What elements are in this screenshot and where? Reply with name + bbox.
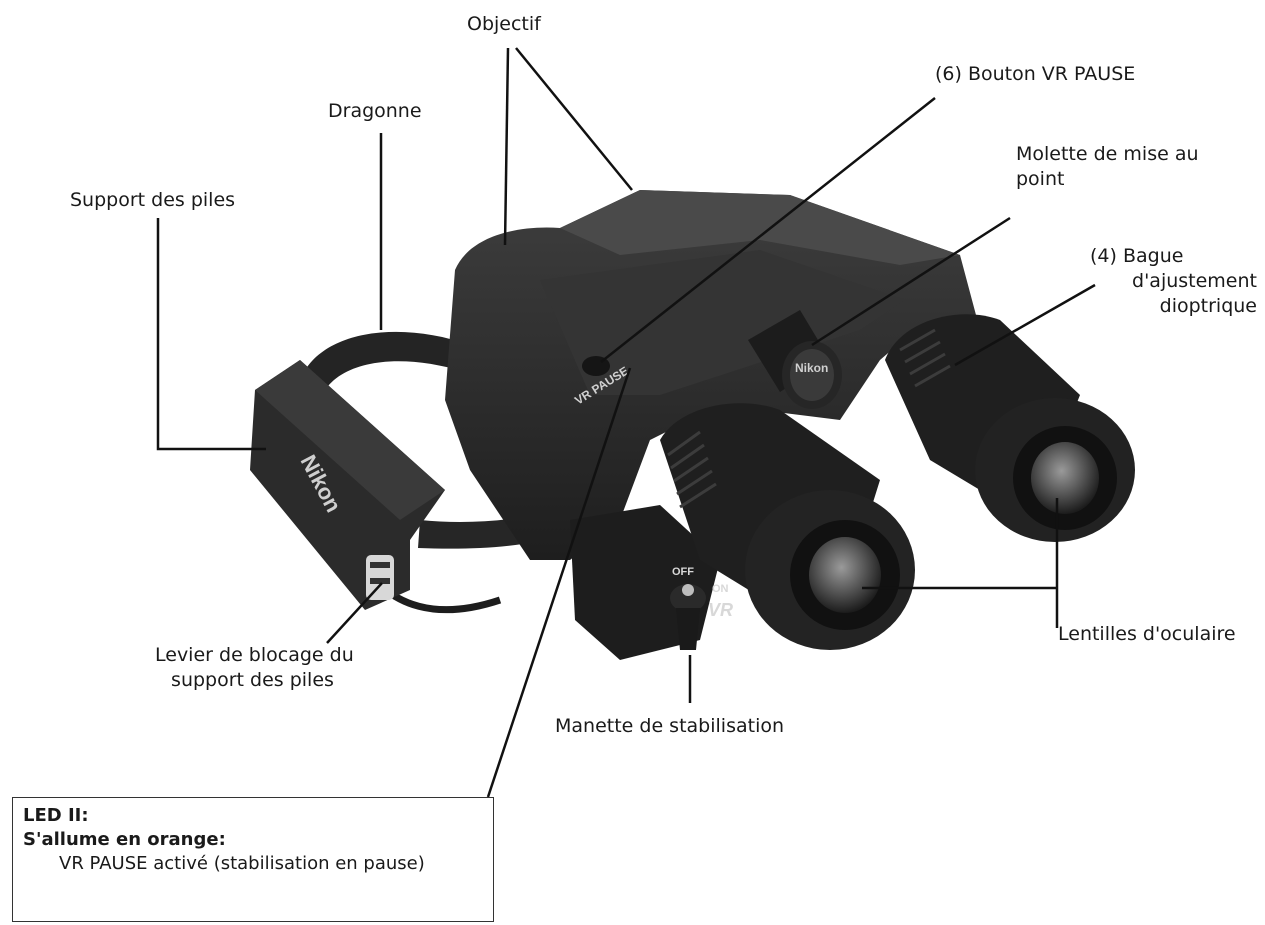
right-eyepiece xyxy=(885,314,1135,542)
switch-vr-marking: VR xyxy=(708,600,733,620)
label-vr-pause-button: (6) Bouton VR PAUSE xyxy=(935,63,1136,85)
label-dragonne: Dragonne xyxy=(328,100,422,122)
label-objectif: Objectif xyxy=(467,13,541,35)
leader-led xyxy=(486,367,632,798)
switch-off-marking: OFF xyxy=(672,566,694,578)
binocular-body: VR PAUSE xyxy=(445,190,980,660)
led-box-description: VR PAUSE activé (stabilisation en pause) xyxy=(59,853,425,874)
leader-objectif-left xyxy=(503,47,510,246)
focus-knob: Nikon xyxy=(748,310,842,409)
leader-levier xyxy=(326,582,383,644)
stabilization-switch: OFF ON VR xyxy=(670,566,733,650)
label-lentilles: Lentilles d'oculaire xyxy=(1058,623,1236,645)
leader-support-piles xyxy=(156,218,266,451)
left-lens xyxy=(809,537,881,613)
switch-on-marking: ON xyxy=(712,583,729,595)
label-levier: Levier de blocage du support des piles xyxy=(155,644,354,691)
led-info-box: LED II: S'allume en orange: VR PAUSE act… xyxy=(12,797,494,922)
left-eyepiece xyxy=(660,403,915,650)
label-manette: Manette de stabilisation xyxy=(555,715,785,737)
battery-holder: Nikon xyxy=(250,360,445,610)
label-diopter-ring: (4) Bague d'ajustement dioptrique xyxy=(1090,245,1257,317)
leader-lines xyxy=(156,47,1096,798)
leader-bague xyxy=(954,283,1096,367)
battery-lock-lever xyxy=(366,555,394,600)
leader-vr-pause xyxy=(600,97,936,363)
led-box-title: LED II: xyxy=(23,805,89,826)
label-focus-knob: Molette de mise au point xyxy=(1016,143,1199,190)
leader-focus xyxy=(811,216,1011,347)
leader-objectif-right xyxy=(515,47,633,191)
focus-knob-brand: Nikon xyxy=(795,361,828,375)
label-support-piles: Support des piles xyxy=(70,189,236,211)
right-lens xyxy=(1031,442,1099,514)
led-box-subtitle: S'allume en orange: xyxy=(23,829,226,850)
